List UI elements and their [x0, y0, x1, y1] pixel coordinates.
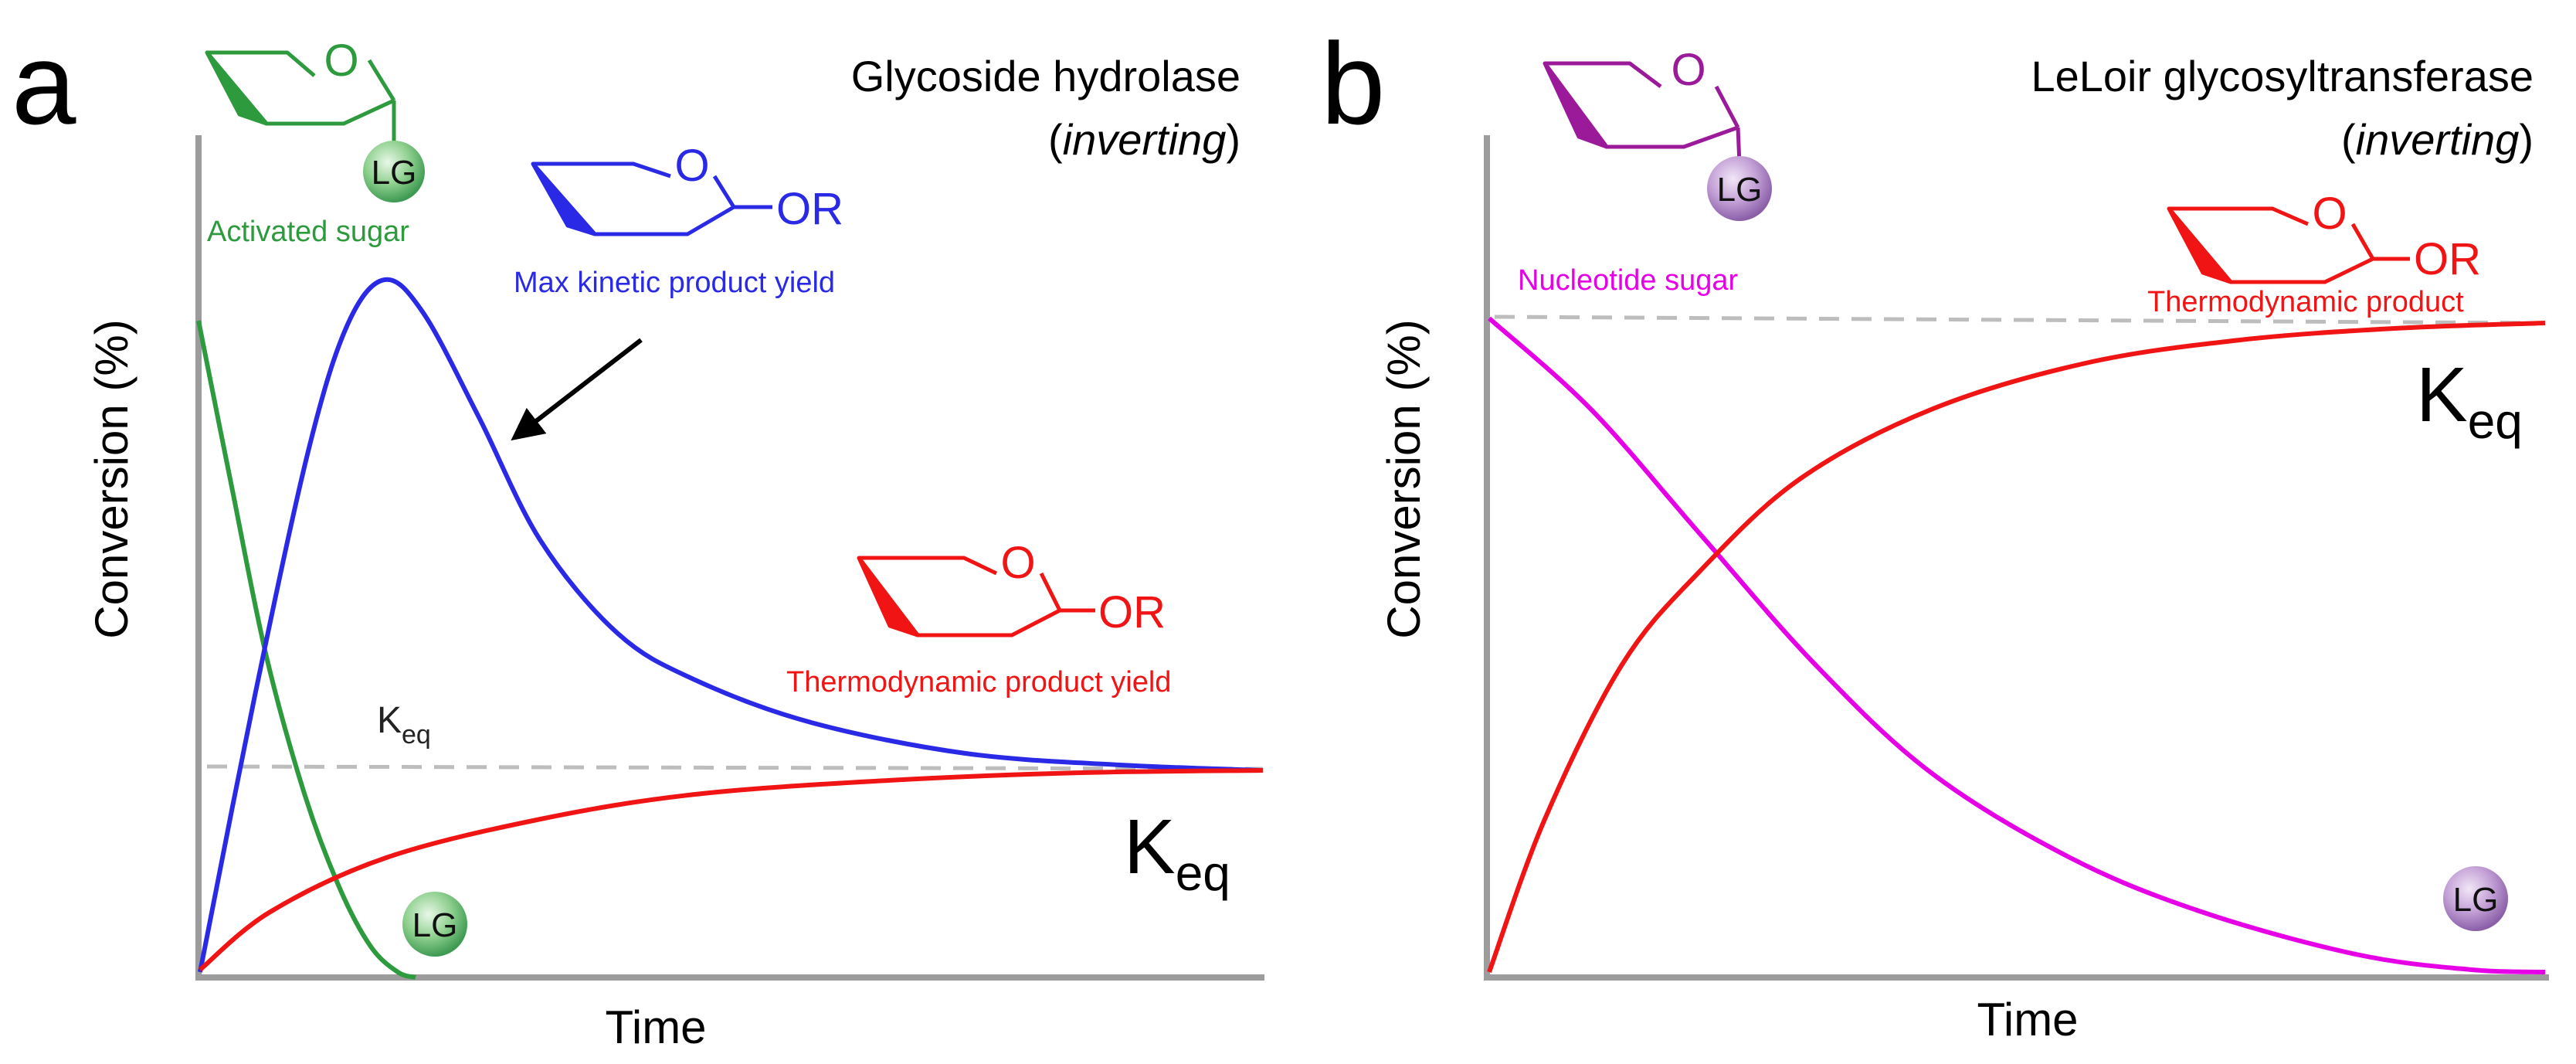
panel-a-thermo-product-structure: O OR: [857, 538, 1166, 637]
panel-a-curve-activated-sugar: [196, 320, 416, 980]
panel-b-ring-o-red: O: [2312, 189, 2347, 239]
panel-b-thermo-product-label: Thermodynamic product: [2147, 286, 2464, 318]
panel-b-title-line2: (inverting): [2341, 115, 2534, 164]
panel-a-activated-sugar-label: Activated sugar: [207, 216, 409, 248]
panel-a-ring-or-red: OR: [1098, 587, 1166, 637]
panel-b-lg-ball-top: [1707, 156, 1772, 221]
panel-a-title-line2: (inverting): [1048, 115, 1240, 164]
panel-a-curve-thermodynamic-product: [199, 768, 1264, 972]
panel-a-xlabel: Time: [605, 1001, 706, 1053]
panel-a-ring-o-green: O: [324, 36, 358, 86]
panel-b-keq: Keq: [2416, 352, 2523, 449]
panel-b-thermo-product-structure: O OR: [2167, 189, 2481, 284]
panel-b-keq-dashed-line: [1494, 314, 2542, 325]
panel-a-thermo-yield-label: Thermodynamic product yield: [786, 666, 1171, 699]
panel-a-ring-o-blue: O: [674, 141, 709, 191]
panel-a-arrow: [511, 338, 643, 441]
panel-b-ylabel: Conversion (%): [1378, 319, 1430, 638]
panel-a-lg-ball-top: [363, 141, 425, 202]
panel-b-lg-bottom: LG: [2453, 881, 2499, 919]
panel-a-kinetic-product-structure: O OR: [531, 141, 843, 236]
panel-b: b LeLoir glycosyltransferase (inverting)…: [1321, 19, 2549, 1045]
panel-b-ring-o-purple: O: [1671, 45, 1705, 95]
panel-a-activated-sugar-structure: O: [205, 36, 396, 147]
panel-b-nucleotide-sugar-structure: O: [1543, 45, 1742, 165]
panel-b-letter: b: [1321, 19, 1385, 148]
panel-b-curve-nucleotide-sugar: [1488, 316, 2546, 974]
panel-a-ring-or-blue: OR: [776, 184, 843, 234]
panel-a-keq-small: Keq: [377, 700, 431, 750]
panel-a-lg-ball-bottom: [402, 892, 467, 957]
panel-a-max-kinetic-label: Max kinetic product yield: [514, 267, 835, 299]
panel-a-curve-kinetic-product: [198, 277, 1264, 973]
panel-a-keq-dashed-line: [206, 764, 1264, 771]
panel-a-ylabel: Conversion (%): [86, 319, 137, 638]
panel-a-title-line1: Glycoside hydrolase: [851, 52, 1240, 100]
panel-a-lg-top: LG: [372, 154, 417, 192]
panel-b-lg-ball-bottom: [2443, 866, 2508, 931]
panel-b-curve-thermodynamic-product: [1487, 321, 2546, 974]
panel-b-xlabel: Time: [1977, 994, 2078, 1045]
panel-a-ring-o-red: O: [1000, 538, 1035, 588]
panel-b-ring-or-red: OR: [2414, 234, 2481, 284]
panel-b-lg-top: LG: [1717, 171, 1763, 209]
panel-a-letter: a: [12, 19, 76, 148]
panel-a: a Glycoside hydrolase (inverting) Conver…: [12, 19, 1264, 1053]
panel-b-title-line1: LeLoir glycosyltransferase: [2031, 52, 2534, 100]
panel-a-lg-bottom: LG: [412, 906, 458, 944]
panel-a-keq-big: Keq: [1124, 804, 1230, 901]
panel-b-nucleotide-sugar-label: Nucleotide sugar: [1518, 264, 1739, 297]
